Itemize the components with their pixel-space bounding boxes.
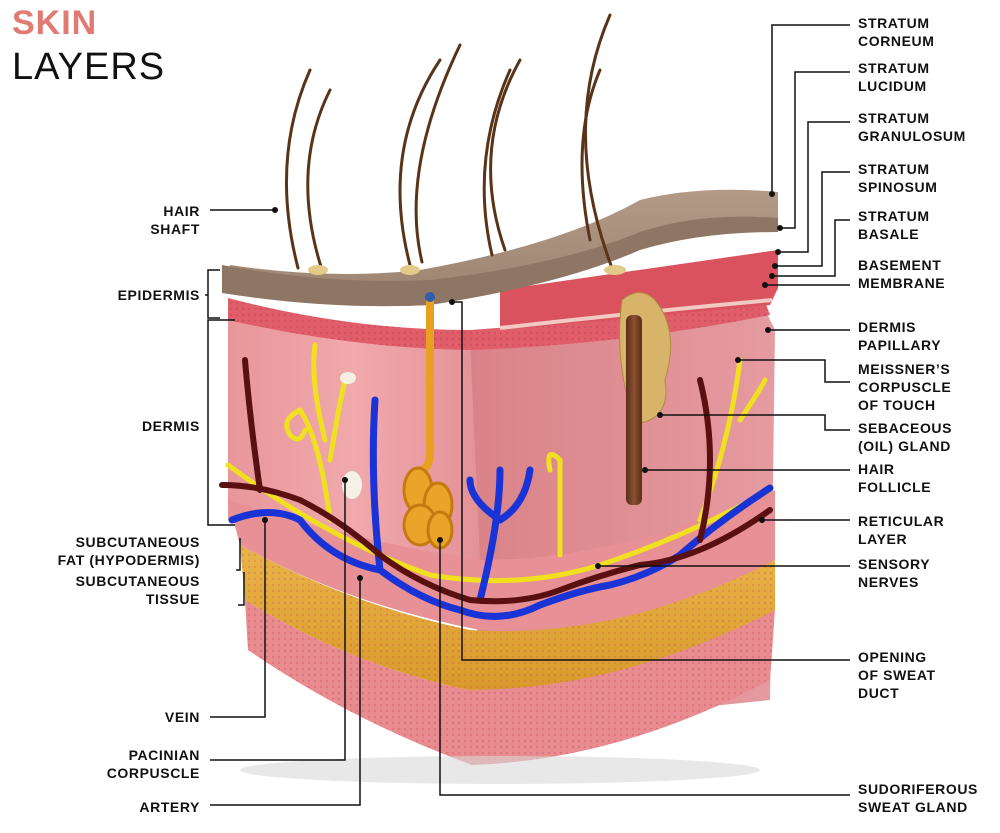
label-reticular-layer: RETICULAR LAYER — [858, 513, 945, 547]
label-meissners-corpuscle: MEISSNER’S CORPUSCLE OF TOUCH — [858, 361, 952, 413]
label-sebaceous-gland: SEBACEOUS (OIL) GLAND — [858, 420, 953, 454]
label-epidermis: EPIDERMIS — [117, 287, 200, 303]
reticular-band — [228, 490, 775, 632]
hair-3 — [398, 58, 442, 267]
label-stratum-corneum: STRATUM CORNEUM — [858, 15, 935, 49]
label-vein: VEIN — [164, 709, 200, 725]
hair-pores — [308, 265, 626, 275]
sweat-gland-coil — [402, 466, 454, 550]
label-stratum-spinosum: STRATUM SPINOSUM — [858, 161, 938, 195]
label-sensory-nerves: SENSORY NERVES — [858, 556, 931, 590]
label-subcutaneous-fat: SUBCUTANEOUS FAT (HYPODERMIS) — [57, 534, 200, 568]
title-layers: LAYERS — [12, 46, 166, 88]
label-stratum-lucidum: STRATUM LUCIDUM — [858, 60, 930, 94]
label-subcutaneous-tissue: SUBCUTANEOUS TISSUE — [75, 573, 200, 607]
hair-2 — [306, 88, 332, 272]
hair-7 — [584, 13, 614, 270]
label-sudoriferous-gland: SUDORIFEROUS SWEAT GLAND — [858, 781, 978, 815]
hair-4 — [414, 43, 462, 264]
arteries — [219, 357, 773, 605]
label-artery: ARTERY — [139, 799, 200, 815]
label-basement-membrane: BASEMENT MEMBRANE — [858, 257, 946, 291]
title-skin: SKIN — [12, 4, 98, 42]
epidermis-top — [222, 189, 778, 307]
leader-lines — [205, 24, 850, 806]
label-stratum-basale: STRATUM BASALE — [858, 208, 930, 242]
stratum-bands — [500, 250, 778, 330]
hair-8 — [580, 68, 602, 242]
tissue-texture — [245, 600, 775, 765]
fat-texture — [240, 545, 775, 690]
hairs — [284, 13, 614, 272]
sweat-duct-opening — [425, 292, 435, 302]
label-hair-follicle: HAIR FOLLICLE — [858, 461, 932, 495]
hair-5 — [489, 58, 522, 252]
epidermis-front-edge — [222, 216, 778, 307]
skin-block — [222, 189, 778, 784]
hair-follicle — [626, 315, 642, 505]
label-opening-sweat-duct: OPENING OF SWEAT DUCT — [858, 649, 936, 701]
meissners-corpuscle — [340, 372, 356, 384]
hair-6 — [482, 68, 512, 257]
label-pacinian-corpuscle: PACINIAN CORPUSCLE — [106, 747, 200, 781]
leader-dots — [262, 191, 783, 581]
label-dermis: DERMIS — [141, 418, 200, 434]
label-hair-shaft: HAIR SHAFT — [150, 203, 200, 237]
label-dermis-papillary: DERMIS PAPILLARY — [858, 319, 942, 353]
block-shadow — [240, 756, 760, 784]
label-stratum-granulosum: STRATUM GRANULOSUM — [858, 110, 966, 144]
hair-1 — [284, 68, 312, 270]
